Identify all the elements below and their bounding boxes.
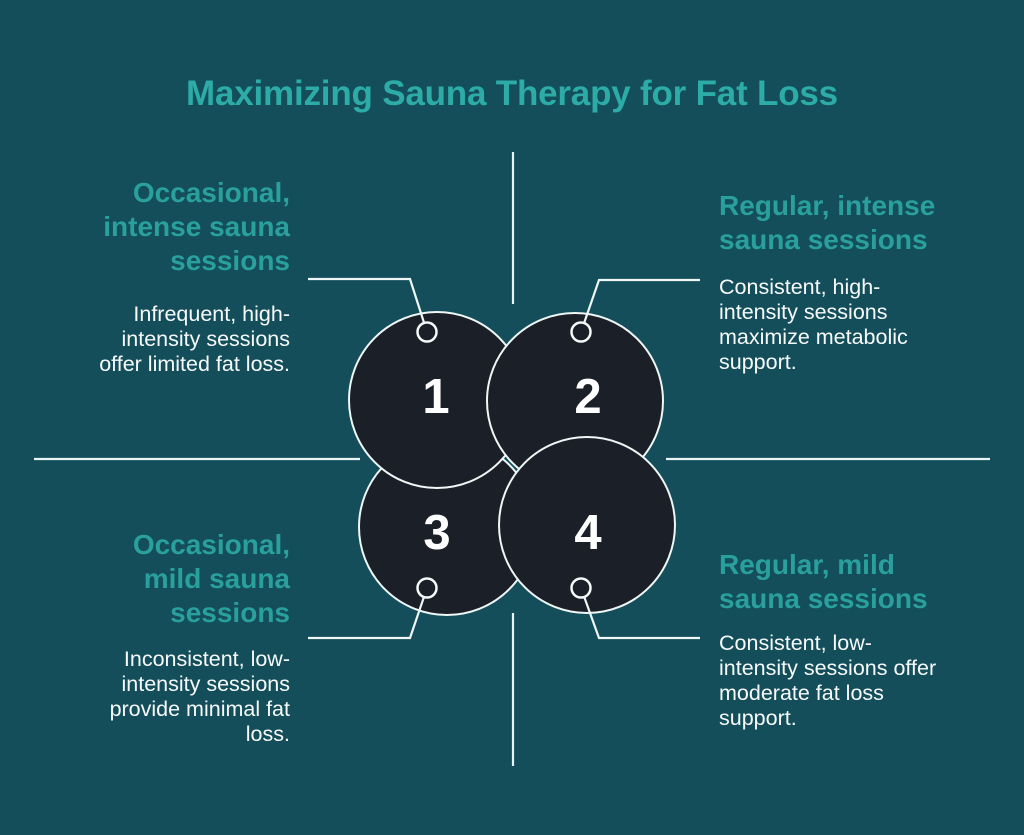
body-line: loss. (245, 722, 290, 746)
body-line: support. (719, 706, 797, 730)
body-line: intensity sessions (121, 327, 291, 351)
step-number-3: 3 (423, 506, 450, 560)
connector-line-4 (579, 587, 700, 640)
quadrant-top-right-heading: Regular, intense sauna sessions (719, 189, 1019, 257)
connector-line-1 (308, 277, 429, 333)
body-line: Inconsistent, low- (123, 647, 290, 671)
body-line: support. (719, 350, 797, 374)
connector-dot-4 (570, 577, 592, 599)
quadrant-bottom-right-body: Consistent, low- intensity sessions offe… (719, 631, 1019, 731)
heading-line: mild sauna (143, 563, 290, 594)
heading-line: Occasional, (132, 529, 290, 560)
body-line: intensity sessions (121, 672, 291, 696)
heading-line: sessions (170, 245, 290, 276)
heading-line: sauna sessions (719, 583, 928, 614)
connector-dot-2 (570, 321, 592, 343)
quadrant-bottom-left-body: Inconsistent, low- intensity sessions pr… (0, 647, 290, 747)
body-line: moderate fat loss (719, 681, 884, 705)
body-line: provide minimal fat (109, 697, 290, 721)
heading-line: sessions (170, 597, 290, 628)
heading-line: intense sauna (103, 211, 290, 242)
heading-line: Regular, mild (719, 549, 895, 580)
body-line: Consistent, low- (719, 631, 872, 655)
connector-line-3 (308, 587, 429, 640)
heading-line: Regular, intense (719, 190, 936, 221)
body-line: maximize metabolic (719, 325, 908, 349)
quadrant-bottom-left-heading: Occasional, mild sauna sessions (0, 528, 290, 630)
connector-dot-1 (416, 321, 438, 343)
step-circle-4 (498, 436, 676, 614)
step-number-1: 1 (422, 370, 449, 424)
step-number-4: 4 (574, 506, 601, 560)
quadrant-bottom-right-heading: Regular, mild sauna sessions (719, 548, 1019, 616)
body-line: Infrequent, high- (133, 302, 290, 326)
body-line: intensity sessions (719, 300, 888, 324)
step-number-2: 2 (574, 370, 601, 424)
body-line: intensity sessions offer (719, 656, 937, 680)
heading-line: Occasional, (132, 177, 290, 208)
page-title: Maximizing Sauna Therapy for Fat Loss (186, 74, 838, 113)
heading-line: sauna sessions (719, 224, 928, 255)
body-line: offer limited fat loss. (99, 352, 290, 376)
connector-line-2 (579, 278, 700, 333)
quadrant-top-left-heading: Occasional, intense sauna sessions (0, 176, 290, 278)
connector-dot-3 (416, 577, 438, 599)
quadrant-top-left-body: Infrequent, high- intensity sessions off… (0, 302, 290, 377)
body-line: Consistent, high- (719, 275, 881, 299)
quadrant-top-right-body: Consistent, high- intensity sessions max… (719, 275, 1019, 375)
